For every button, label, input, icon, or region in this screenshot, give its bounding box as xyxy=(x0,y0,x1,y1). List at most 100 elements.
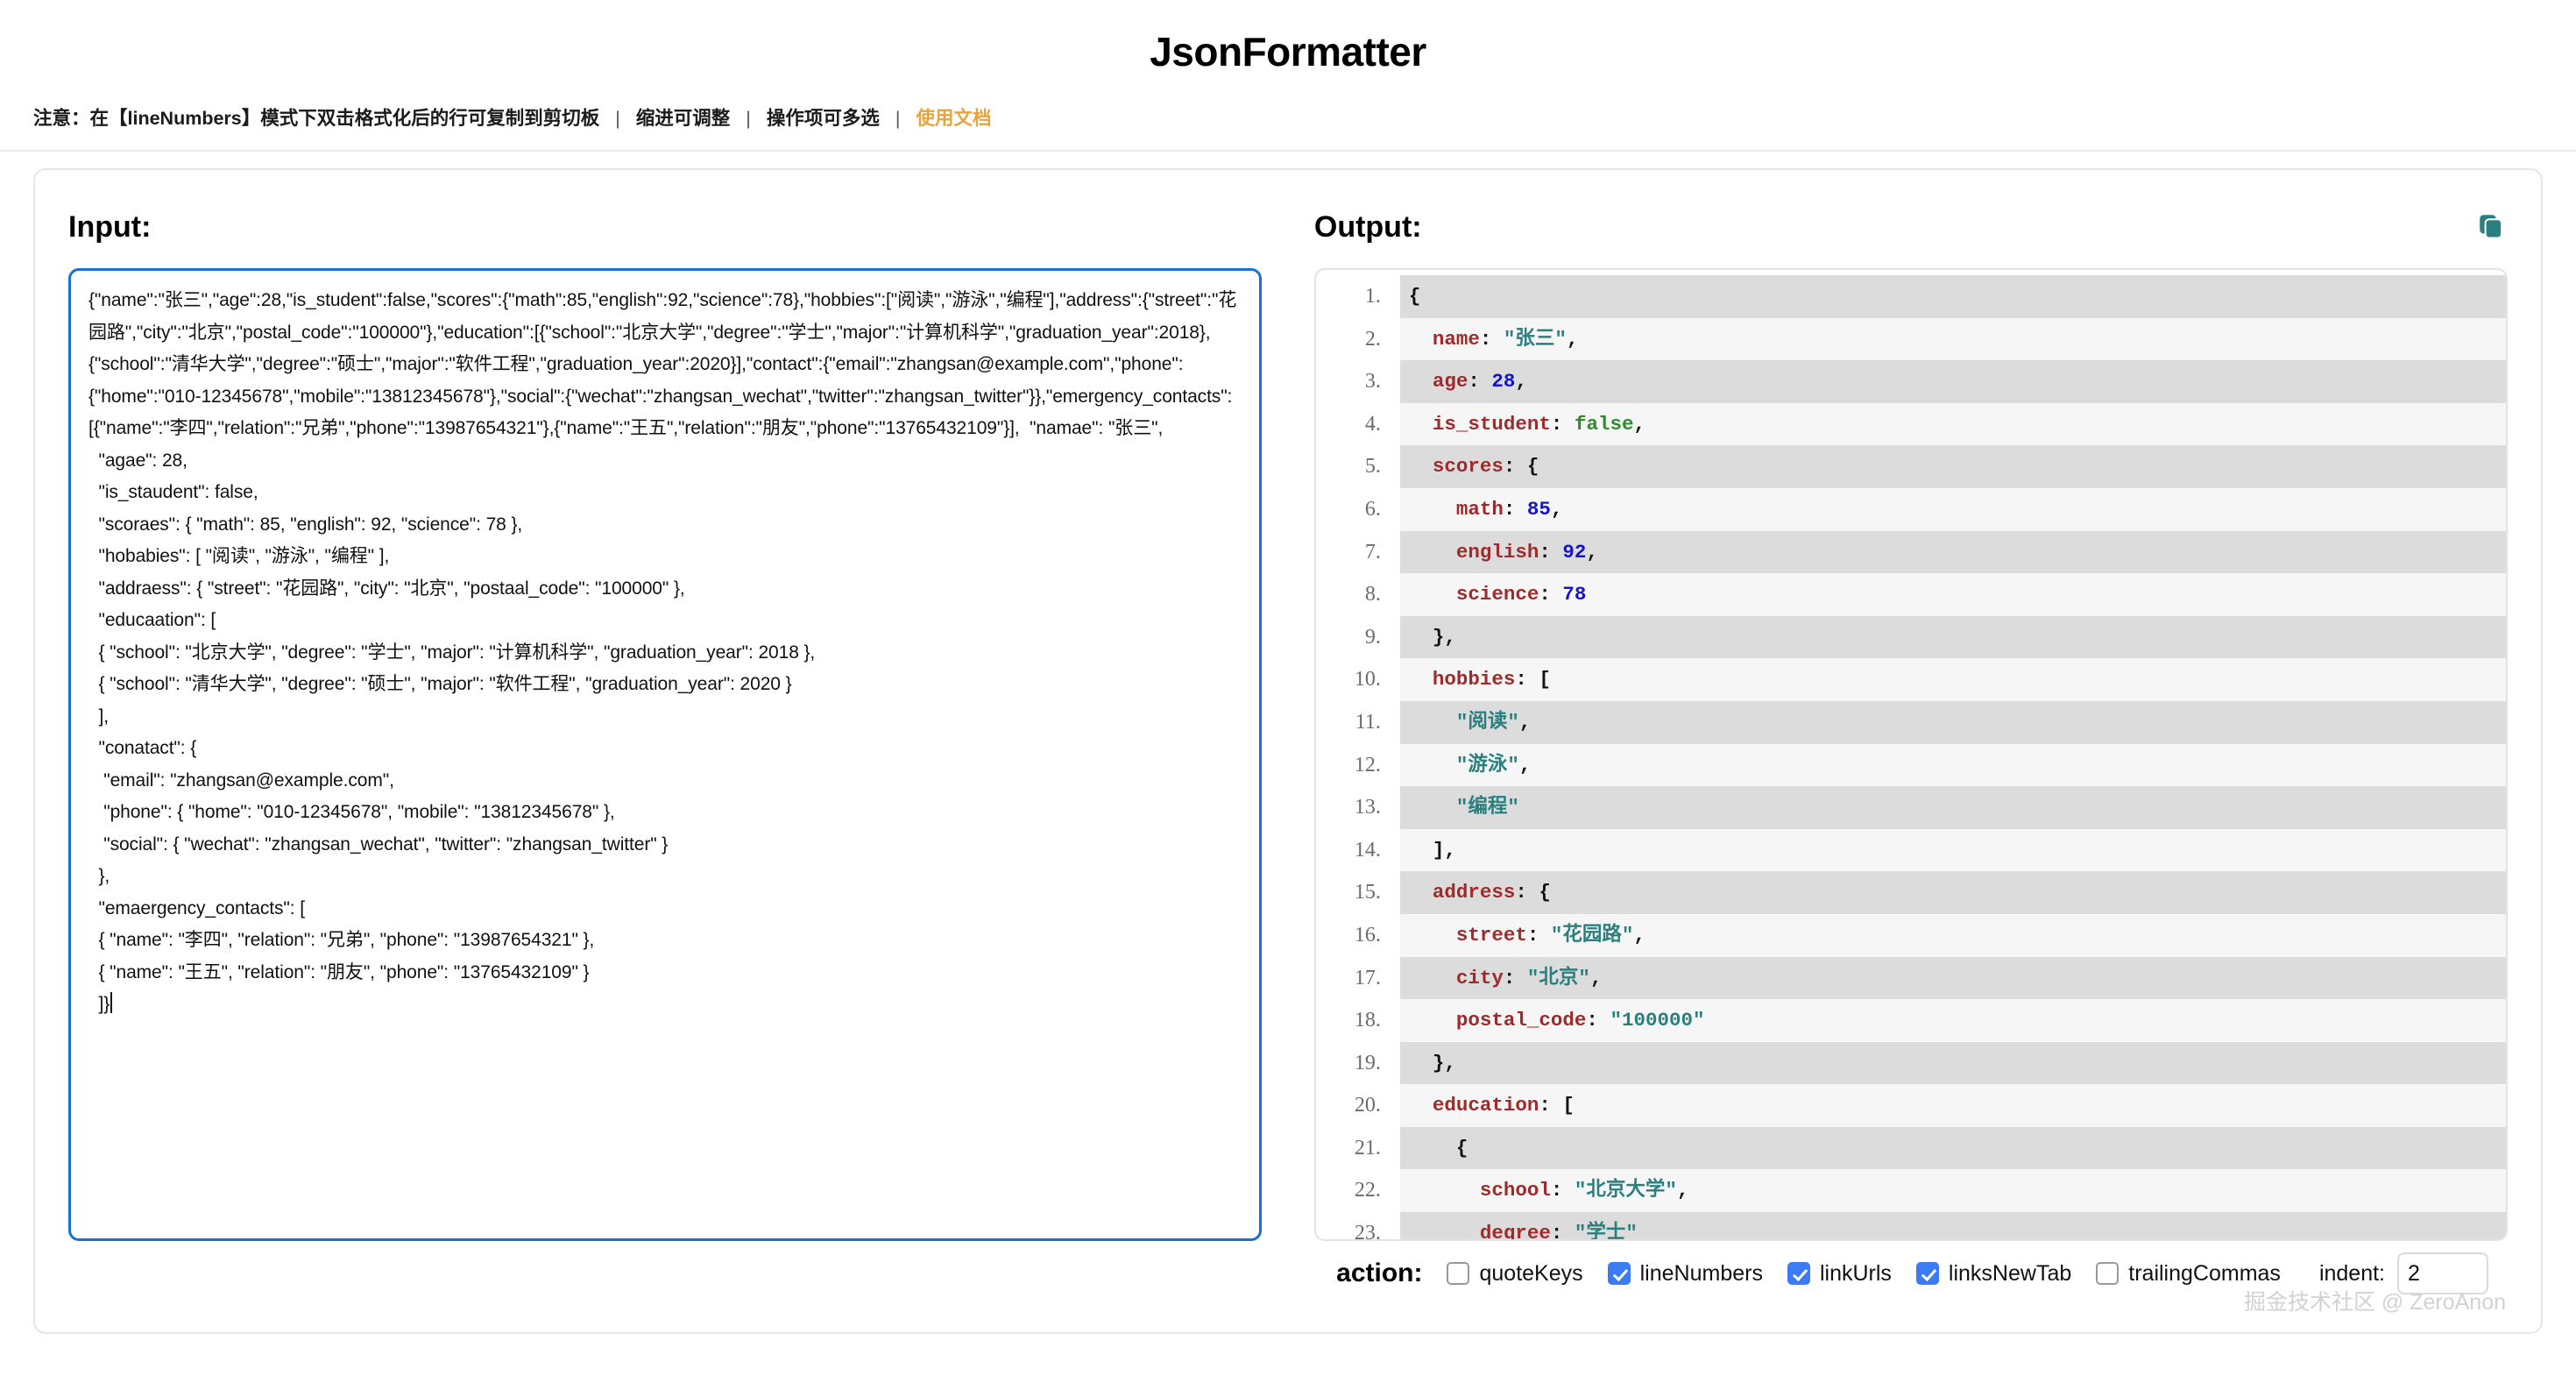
token-punct xyxy=(1409,1009,1456,1032)
token-punct xyxy=(1409,413,1433,436)
token-punct: , xyxy=(1566,327,1579,351)
output-line[interactable]: 5. scores: { xyxy=(1315,445,2506,488)
output-line[interactable]: 18. postal_code: "100000" xyxy=(1315,999,2506,1042)
checkbox-box-linksNewTab[interactable] xyxy=(1915,1262,1939,1285)
checkbox-box-quoteKeys[interactable] xyxy=(1447,1262,1470,1285)
token-punct: : { xyxy=(1503,455,1539,479)
output-line[interactable]: 1.{ xyxy=(1315,275,2506,318)
output-line[interactable]: 19. }, xyxy=(1315,1041,2506,1085)
token-punct xyxy=(1409,881,1433,904)
line-content: address: { xyxy=(1399,871,2506,914)
token-punct xyxy=(1409,754,1456,777)
output-line[interactable]: 3. age: 28, xyxy=(1315,360,2506,403)
checkbox-linksNewTab[interactable]: linksNewTab xyxy=(1915,1261,2071,1287)
notice-separator-2: | xyxy=(746,108,751,129)
output-line[interactable]: 22. school: "北京大学", xyxy=(1315,1169,2506,1213)
json-input-textarea[interactable]: {"name":"张三","age":28,"is_student":false… xyxy=(68,268,1263,1241)
line-number: 16. xyxy=(1315,913,1400,957)
token-key: postal_code xyxy=(1455,1009,1587,1032)
output-line[interactable]: 11. "阅读", xyxy=(1315,700,2506,744)
token-punct xyxy=(1409,668,1433,691)
line-number: 13. xyxy=(1315,786,1400,829)
output-line[interactable]: 2. name: "张三", xyxy=(1315,317,2506,361)
token-punct xyxy=(1409,796,1456,819)
token-key: degree xyxy=(1479,1222,1551,1241)
output-line[interactable]: 20. education: [ xyxy=(1315,1084,2506,1127)
output-line[interactable]: 23. degree: "学士" xyxy=(1315,1212,2506,1241)
token-punct: : [ xyxy=(1539,1094,1575,1117)
line-content: hobbies: [ xyxy=(1399,658,2506,701)
token-punct: , xyxy=(1633,923,1645,947)
checkbox-box-trailingCommas[interactable] xyxy=(2096,1262,2120,1285)
json-output-viewer[interactable]: 1.{2. name: "张三",3. age: 28,4. is_studen… xyxy=(1313,268,2508,1241)
line-number: 5. xyxy=(1315,445,1400,488)
line-content: "编程" xyxy=(1399,786,2506,829)
documentation-link[interactable]: 使用文档 xyxy=(916,108,992,129)
checkbox-box-lineNumbers[interactable] xyxy=(1607,1262,1631,1285)
line-content: english: 92, xyxy=(1399,530,2506,574)
line-content: }, xyxy=(1399,615,2506,659)
checkbox-box-linkUrls[interactable] xyxy=(1787,1262,1810,1285)
token-str: "北京" xyxy=(1526,966,1590,989)
line-number: 4. xyxy=(1315,402,1400,446)
output-line[interactable]: 9. }, xyxy=(1315,615,2506,659)
token-punct: , xyxy=(1518,710,1532,734)
input-text-content: {"name":"张三","age":28,"is_student":false… xyxy=(88,290,1237,1014)
token-key: age xyxy=(1432,370,1468,394)
token-num: 85 xyxy=(1526,497,1551,521)
input-label: Input: xyxy=(68,209,152,244)
checkbox-linkUrls[interactable]: linkUrls xyxy=(1787,1261,1892,1287)
line-number: 17. xyxy=(1315,956,1400,1000)
token-str: "编程" xyxy=(1455,796,1519,819)
copy-icon xyxy=(2476,211,2506,244)
line-content: age: 28, xyxy=(1399,360,2506,403)
line-content: degree: "学士" xyxy=(1399,1212,2506,1241)
token-punct: , xyxy=(1518,753,1532,777)
token-key: street xyxy=(1455,923,1527,947)
output-line[interactable]: 21. { xyxy=(1315,1126,2506,1170)
token-str: "学士" xyxy=(1574,1222,1638,1241)
indent-input[interactable] xyxy=(2397,1252,2488,1294)
token-key: education xyxy=(1432,1094,1539,1117)
output-line[interactable]: 17. city: "北京", xyxy=(1315,956,2506,1000)
token-key: address xyxy=(1432,881,1516,904)
output-line[interactable]: 8. science: 78 xyxy=(1315,573,2506,616)
output-line[interactable]: 15. address: { xyxy=(1315,871,2506,914)
token-punct: : { xyxy=(1515,881,1551,904)
checkbox-lineNumbers[interactable]: lineNumbers xyxy=(1607,1261,1763,1287)
token-num: 78 xyxy=(1562,583,1587,606)
line-content: scores: { xyxy=(1399,445,2506,488)
token-punct: , xyxy=(1589,966,1603,989)
checkbox-quoteKeys[interactable]: quoteKeys xyxy=(1447,1261,1583,1287)
output-line[interactable]: 12. "游泳", xyxy=(1315,743,2506,787)
token-str: "游泳" xyxy=(1455,753,1519,777)
copy-button[interactable] xyxy=(2474,210,2508,244)
output-line[interactable]: 7. english: 92, xyxy=(1315,530,2506,574)
token-punct: : xyxy=(1479,327,1504,351)
line-number: 23. xyxy=(1315,1212,1400,1239)
output-line[interactable]: 16. street: "花园路", xyxy=(1315,913,2506,957)
output-line[interactable]: 13. "编程" xyxy=(1315,786,2506,829)
line-content: }, xyxy=(1399,1041,2506,1085)
line-content: is_student: false, xyxy=(1399,402,2506,446)
token-punct: : [ xyxy=(1515,668,1551,691)
notice-item-indent: 缩进可调整 xyxy=(635,108,731,129)
token-num: 28 xyxy=(1491,370,1516,394)
token-key: city xyxy=(1455,966,1504,989)
line-content: education: [ xyxy=(1399,1084,2506,1127)
checkbox-trailingCommas[interactable]: trailingCommas xyxy=(2096,1261,2281,1287)
output-pane: Output: 1.{2. name: "张三",3. age: 28,4. i… xyxy=(1313,200,2508,1241)
token-punct: : xyxy=(1586,1009,1610,1032)
output-line[interactable]: 4. is_student: false, xyxy=(1315,402,2506,446)
token-punct: ], xyxy=(1408,838,1456,862)
token-punct: : xyxy=(1539,583,1563,606)
output-line[interactable]: 10. hobbies: [ xyxy=(1315,658,2506,701)
token-punct xyxy=(1409,583,1456,606)
token-num: 92 xyxy=(1562,540,1587,564)
input-pane-header: Input: xyxy=(68,200,1262,254)
notice-separator-1: | xyxy=(615,108,620,129)
token-punct: , xyxy=(1633,412,1645,436)
output-line[interactable]: 6. math: 85, xyxy=(1315,487,2506,531)
output-line[interactable]: 14. ], xyxy=(1315,828,2506,872)
